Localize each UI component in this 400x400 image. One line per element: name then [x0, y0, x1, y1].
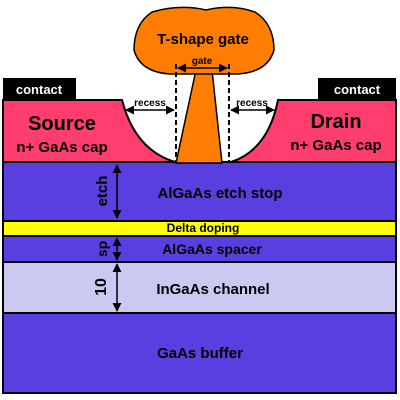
t-shape-gate — [175, 69, 223, 164]
t-shape-gate-head — [133, 6, 275, 75]
sp-dim-label: sp — [94, 241, 110, 257]
recess-left-label: recess — [134, 98, 166, 109]
contact-right — [318, 78, 396, 100]
spacer-label: AlGaAs spacer — [162, 241, 262, 257]
gaas-buffer-layer — [2, 312, 397, 394]
source-cap-label: n+ GaAs cap — [16, 139, 107, 156]
recess-right-label: recess — [236, 98, 268, 109]
gate-title-label: T-shape gate — [157, 31, 249, 48]
channel-dim-label: 10 — [93, 278, 110, 296]
buffer-label: GaAs buffer — [157, 345, 243, 362]
channel-label: InGaAs channel — [156, 281, 269, 298]
etch-stop-label: AlGaAs etch stop — [157, 185, 282, 202]
drain-cap-label: n+ GaAs cap — [290, 137, 381, 154]
contact-right-label: contact — [334, 82, 381, 97]
drain-label: Drain — [310, 111, 361, 133]
contact-left — [3, 78, 76, 100]
source-label: Source — [28, 113, 96, 135]
delta-doping-label: Delta doping — [167, 221, 240, 235]
contact-left-label: contact — [16, 82, 63, 97]
algaas-etch-stop-layer — [2, 161, 397, 222]
n-plus-gaas-cap-layer — [2, 99, 397, 163]
ingaas-channel-layer — [2, 261, 397, 314]
gate-dim-label: gate — [192, 56, 213, 67]
etch-dim-label: etch — [94, 176, 111, 207]
